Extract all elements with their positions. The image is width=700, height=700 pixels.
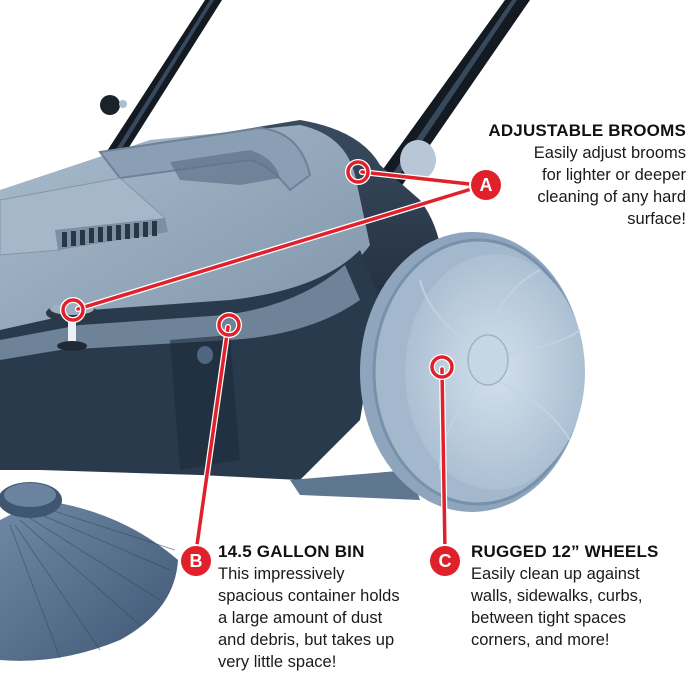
pointer-ring-icon: [346, 160, 370, 184]
callout-line: cleaning of any hard: [537, 188, 686, 206]
callout-line: and debris, but takes up: [218, 631, 395, 649]
callout-line: for lighter or deeper: [542, 166, 686, 184]
handle-right: [368, 0, 530, 200]
wheel: [360, 232, 585, 512]
callout-line: Easily clean up against: [471, 565, 640, 583]
leader-lines: [75, 169, 481, 555]
side-brush: [0, 482, 178, 661]
callout-line: between tight spaces: [471, 609, 627, 627]
callout-line: This impressively: [218, 565, 345, 583]
callout-line: very little space!: [218, 653, 337, 671]
marker-badge-b-icon: B: [181, 546, 211, 576]
callout-line: a large amount of dust: [218, 609, 383, 627]
pointer-ring-icon: [217, 313, 241, 337]
callout-line: surface!: [627, 210, 686, 228]
callout-line: walls, sidewalks, curbs,: [471, 587, 643, 605]
marker-badge-a-icon: A: [471, 170, 501, 200]
pointer-ring-icon: [430, 355, 454, 379]
callout-rugged-wheels: RUGGED 12” WHEELS Easily clean up agains…: [471, 541, 659, 651]
vent-block: [0, 177, 168, 256]
callout-line: spacious container holds: [218, 587, 400, 605]
callout-description: Easily adjust brooms for lighter or deep…: [488, 142, 686, 230]
callout-title: ADJUSTABLE BROOMS: [488, 121, 686, 140]
callout-description: Easily clean up against walls, sidewalks…: [471, 563, 659, 651]
pointer-ring-icon: [61, 298, 85, 322]
callout-adjustable-brooms: ADJUSTABLE BROOMS Easily adjust brooms f…: [488, 120, 686, 230]
callout-line: corners, and more!: [471, 631, 610, 649]
callout-description: This impressively spacious container hol…: [218, 563, 400, 673]
callout-line: Easily adjust brooms: [533, 144, 686, 162]
callout-gallon-bin: 14.5 GALLON BIN This impressively spacio…: [218, 541, 400, 673]
marker-badge-c-icon: C: [430, 546, 460, 576]
handle-left: [85, 0, 222, 190]
callout-title: 14.5 GALLON BIN: [218, 542, 365, 561]
pointer-rings: [60, 159, 455, 380]
callout-title: RUGGED 12” WHEELS: [471, 542, 659, 561]
